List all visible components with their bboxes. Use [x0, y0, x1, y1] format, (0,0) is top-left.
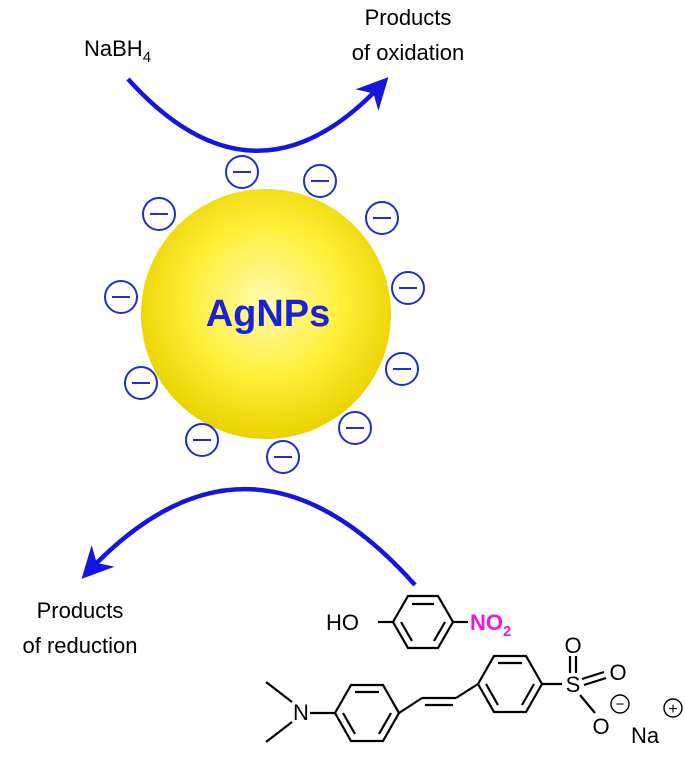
dye-oxygen-bottom: O	[592, 714, 609, 739]
dye-nitrogen: N	[293, 700, 309, 725]
dye-sulfur: S	[566, 672, 581, 697]
cation-charge-sign: +	[668, 701, 677, 718]
nitrophenol-structure	[378, 594, 468, 650]
oxidation-products-line1: Products	[365, 5, 452, 30]
dye-oxygen-top: O	[564, 633, 581, 658]
dye-oxygen-right: O	[609, 660, 626, 685]
reduction-products-line1: Products	[37, 598, 124, 623]
left-aryl-ring	[333, 683, 401, 743]
stilbene-dye-structure	[265, 654, 607, 743]
reagent-nabh4: NaBH4	[84, 36, 151, 66]
hydroxyl-label: HO	[326, 610, 359, 635]
cation-charge-circle	[663, 698, 683, 718]
anion-charge-circle	[610, 694, 630, 714]
so-single-bottom	[579, 694, 596, 714]
reduction-products-line2: of reduction	[23, 633, 138, 658]
oxidation-arrow	[126, 77, 389, 153]
right-aryl-ring	[476, 654, 544, 714]
methyl-bond-upper	[265, 681, 293, 703]
vinyl-bond-2	[455, 683, 479, 699]
so-double-right-1	[581, 670, 605, 681]
nanoparticle-label: AgNPs	[206, 293, 331, 335]
reagent-subscript: 4	[143, 49, 151, 66]
vinyl-bond-1	[398, 697, 423, 714]
reduction-arrow	[81, 486, 417, 587]
anion-charge-sign: −	[616, 696, 625, 713]
nanoparticle-sphere	[141, 189, 391, 439]
methyl-bond-lower	[265, 721, 293, 743]
nitro-label: NO2	[470, 610, 511, 640]
dye-counterion: Na	[631, 723, 660, 748]
oxidation-products-line2: of oxidation	[352, 40, 465, 65]
surface-charges	[104, 155, 425, 474]
nitro-subscript: 2	[503, 623, 511, 640]
